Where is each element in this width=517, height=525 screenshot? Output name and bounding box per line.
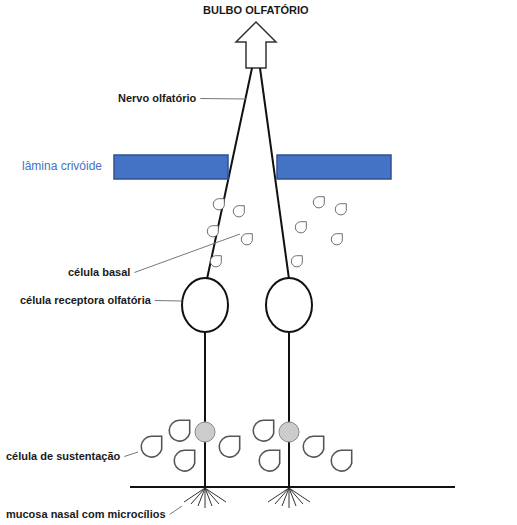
leader-line: [170, 506, 182, 515]
up-arrow: [236, 22, 276, 68]
leader-line: [134, 234, 240, 273]
diagram-title: BULBO OLFATÓRIO: [203, 4, 309, 17]
receptor-cell: [182, 278, 228, 332]
cribriform-plate: [277, 155, 391, 179]
cribriform-plate: [114, 155, 228, 179]
part-label: mucosa nasal com microcílios: [6, 508, 166, 521]
dendritic-knob: [195, 422, 215, 442]
part-label: Nervo olfatório: [118, 92, 196, 105]
supporting-cells: [141, 420, 351, 471]
mucosa-line: [130, 486, 455, 488]
part-label: célula basal: [68, 266, 130, 279]
leader-line: [200, 98, 246, 100]
leader-line: [155, 300, 181, 302]
basal-cells: [207, 197, 346, 267]
dendritic-knob: [279, 422, 299, 442]
receptor-cell: [266, 278, 312, 332]
part-label: lâmina crivóide: [22, 160, 102, 173]
microcilia: [184, 488, 310, 508]
part-label: célula receptora olfatória: [20, 294, 151, 307]
leader-line: [124, 452, 138, 457]
part-label: célula de sustentação: [6, 450, 120, 463]
